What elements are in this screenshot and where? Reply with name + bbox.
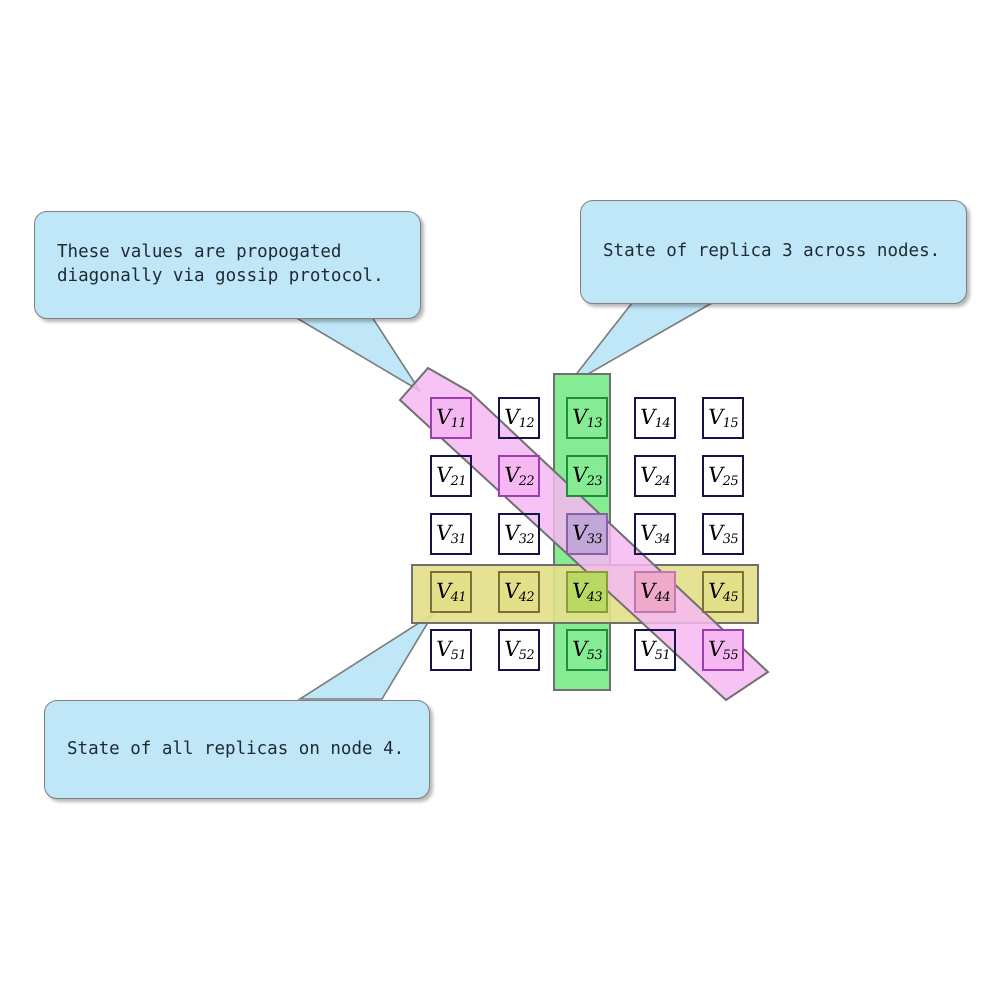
callout-text: State of replica 3 across nodes.: [603, 241, 941, 262]
callout-gossip-note: These values are propogated diagonally v…: [34, 211, 421, 319]
grid-cell-v43: V43: [566, 571, 608, 613]
grid-cell-v52: V52: [498, 629, 540, 671]
grid-cell-v23: V23: [566, 455, 608, 497]
grid-cell-v44: V44: [634, 571, 676, 613]
grid-cell-v51: V51: [430, 629, 472, 671]
grid-cell-v33: V33: [566, 513, 608, 555]
callout-text: State of all replicas on node 4.: [67, 738, 405, 759]
grid-cell-v11: V11: [430, 397, 472, 439]
grid-cell-v15: V15: [702, 397, 744, 439]
grid-cell-v35: V35: [702, 513, 744, 555]
grid-cell-v42: V42: [498, 571, 540, 613]
grid-cell-v41: V41: [430, 571, 472, 613]
grid-cell-v34: V34: [634, 513, 676, 555]
grid-cell-v14: V14: [634, 397, 676, 439]
grid-cell-v25: V25: [702, 455, 744, 497]
grid-cell-v22: V22: [498, 455, 540, 497]
callout-replica-3-note: State of replica 3 across nodes.: [580, 200, 967, 304]
grid-cell-v55: V55: [702, 629, 744, 671]
grid-cell-v32: V32: [498, 513, 540, 555]
grid-cell-v51: V51: [634, 629, 676, 671]
grid-cell-v31: V31: [430, 513, 472, 555]
grid-cell-v24: V24: [634, 455, 676, 497]
grid-cell-v12: V12: [498, 397, 540, 439]
callout-text: These values are propogated diagonally v…: [57, 242, 384, 286]
callout-node-4-note: State of all replicas on node 4.: [44, 700, 430, 799]
grid-cell-v53: V53: [566, 629, 608, 671]
grid-cell-v45: V45: [702, 571, 744, 613]
grid-cell-v21: V21: [430, 455, 472, 497]
grid-cell-v13: V13: [566, 397, 608, 439]
callout-tail-node-4-note: [297, 613, 434, 700]
